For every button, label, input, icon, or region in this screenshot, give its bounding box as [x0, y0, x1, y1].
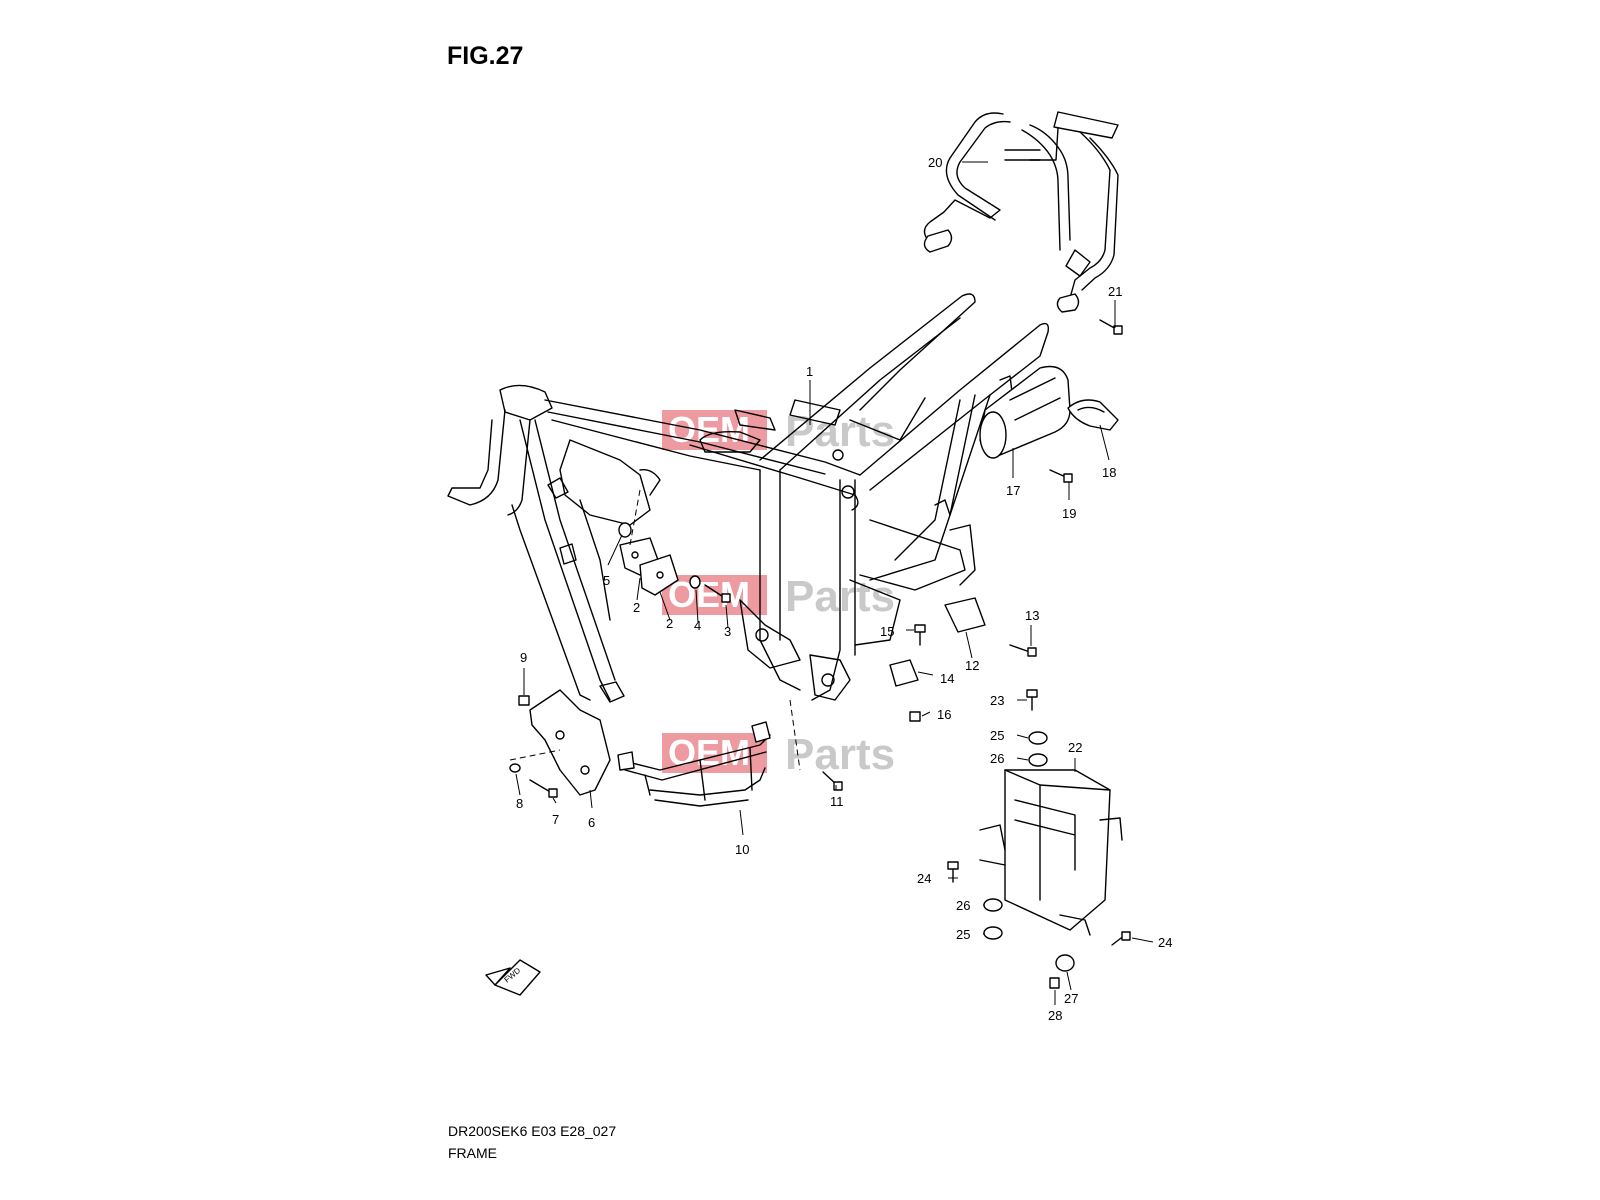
callout-2a: 2 — [633, 600, 640, 615]
figure-title: FIG.27 — [447, 42, 524, 70]
callout-24a: 24 — [917, 871, 931, 886]
callout-2b: 2 — [666, 616, 673, 631]
callout-7: 7 — [552, 812, 559, 827]
watermark-oem-2: OEM — [668, 574, 750, 615]
under-frame — [617, 699, 801, 807]
callout-4: 4 — [694, 618, 701, 633]
callout-28: 28 — [1048, 1008, 1062, 1023]
engine-mount-brackets — [619, 489, 679, 596]
rear-carrier — [923, 111, 1119, 313]
callout-25b: 25 — [956, 927, 970, 942]
callout-9: 9 — [520, 650, 527, 665]
main-frame — [447, 293, 1050, 703]
battery-case — [979, 769, 1123, 936]
diagram-name: FRAME — [448, 1145, 497, 1161]
front-engine-mount — [509, 689, 611, 796]
callout-25a: 25 — [990, 728, 1004, 743]
watermark-parts-3: Parts — [785, 730, 895, 779]
callout-24b: 24 — [1158, 935, 1172, 950]
hardware — [509, 319, 1131, 989]
callout-15: 15 — [880, 624, 894, 639]
callout-19: 19 — [1062, 506, 1076, 521]
callout-12: 12 — [965, 658, 979, 673]
watermark-oem-3: OEM — [668, 732, 750, 773]
watermark-3: OEM Parts — [662, 730, 895, 779]
callout-22: 22 — [1068, 740, 1082, 755]
callout-26b: 26 — [956, 898, 970, 913]
callout-14: 14 — [940, 671, 954, 686]
air-cleaner — [979, 365, 1119, 459]
leader-lines — [515, 161, 1154, 1005]
callout-6: 6 — [588, 815, 595, 830]
callout-17: 17 — [1006, 483, 1020, 498]
callout-numbers: 1 2 2 3 4 5 6 7 8 9 10 11 12 13 14 15 16… — [516, 155, 1172, 1023]
rubber-parts — [889, 597, 986, 687]
callout-5: 5 — [603, 573, 610, 588]
callout-21: 21 — [1108, 284, 1122, 299]
callout-13: 13 — [1025, 608, 1039, 623]
diagram-code: DR200SEK6 E03 E28_027 — [448, 1123, 617, 1139]
callout-1: 1 — [806, 364, 813, 379]
fwd-arrow-icon: FWD — [485, 959, 541, 996]
callout-27: 27 — [1064, 991, 1078, 1006]
callout-23: 23 — [990, 693, 1004, 708]
watermark-1: OEM Parts — [662, 407, 895, 456]
callout-10: 10 — [735, 842, 749, 857]
callout-11: 11 — [830, 794, 844, 809]
callout-18: 18 — [1102, 465, 1116, 480]
callout-26a: 26 — [990, 751, 1004, 766]
callout-16: 16 — [937, 707, 951, 722]
callout-8: 8 — [516, 796, 523, 811]
callout-3: 3 — [724, 624, 731, 639]
callout-20: 20 — [928, 155, 942, 170]
